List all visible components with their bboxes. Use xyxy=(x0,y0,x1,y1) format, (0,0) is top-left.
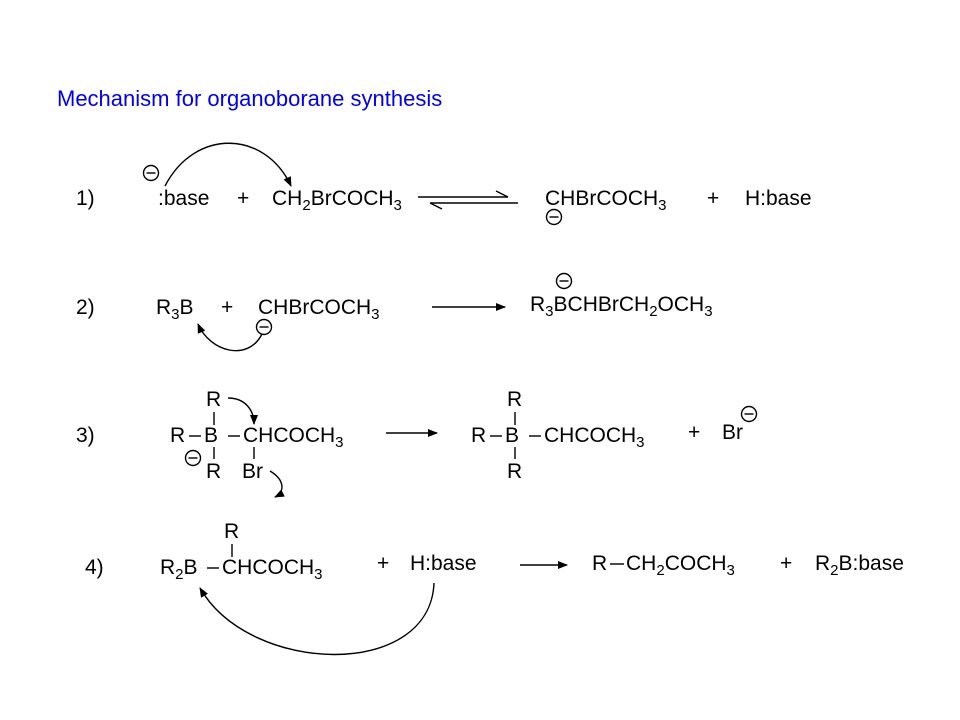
page-title: Mechanism for organoborane synthesis xyxy=(57,86,443,111)
minus-charge-icon xyxy=(142,164,160,182)
plus-sign: + xyxy=(237,187,250,210)
carbanion-formula: CHBrCOCH3 xyxy=(545,187,667,214)
chain-formula: CHCOCH3 xyxy=(243,424,344,451)
r-group-label: R xyxy=(206,460,222,483)
curved-electron-arrow xyxy=(197,323,263,352)
r-group-label: R xyxy=(224,520,240,543)
minus-charge-icon xyxy=(555,272,573,290)
conjugate-acid-label: H:base xyxy=(745,187,812,210)
chain-formula: CHCOCH3 xyxy=(544,424,645,451)
minus-charge-icon xyxy=(255,318,273,336)
substrate-formula: CH2BrCOCH3 xyxy=(272,187,402,214)
plus-sign: + xyxy=(780,552,793,575)
curved-electron-arrow xyxy=(227,397,258,425)
ketone-product-formula: CH2COCH3 xyxy=(626,552,735,579)
r-group-label: R xyxy=(170,424,186,447)
plus-sign: + xyxy=(221,296,234,319)
minus-charge-icon xyxy=(740,405,758,423)
chain-formula: CHCOCH3 xyxy=(222,556,323,583)
carbanion-formula: CHBrCOCH3 xyxy=(258,296,380,323)
curved-electron-arrow xyxy=(164,142,292,187)
boron-atom-label: B xyxy=(505,424,520,447)
dialkylboryl-formula: R2B xyxy=(160,556,198,583)
bromine-label: Br xyxy=(242,460,263,483)
curved-electron-arrow xyxy=(199,582,435,656)
r-group-label: R xyxy=(507,388,523,411)
r-group-label: R xyxy=(592,552,608,575)
step-number: 2) xyxy=(76,296,95,319)
conjugate-acid-label: H:base xyxy=(410,552,477,575)
r-group-label: R xyxy=(206,388,222,411)
minus-charge-icon xyxy=(184,449,202,467)
equilibrium-arrows xyxy=(418,190,518,210)
trialkylborane-formula: R3B xyxy=(156,296,194,323)
bromide-ion-label: Br xyxy=(722,421,743,444)
r-group-label: R xyxy=(507,460,523,483)
borate-complex-formula: R3BCHBrCH2OCH3 xyxy=(530,293,713,320)
plus-sign: + xyxy=(707,187,720,210)
plus-sign: + xyxy=(377,552,390,575)
base-label: :base xyxy=(158,187,210,210)
borane-base-complex-formula: R2B:base xyxy=(815,552,904,579)
minus-charge-icon xyxy=(545,208,563,226)
boron-atom-label: B xyxy=(204,424,219,447)
step-number: 1) xyxy=(76,187,95,210)
curved-electron-arrow xyxy=(269,470,285,498)
step-number: 3) xyxy=(76,424,95,447)
r-group-label: R xyxy=(471,424,487,447)
step-number: 4) xyxy=(85,556,104,579)
plus-sign: + xyxy=(688,421,701,444)
